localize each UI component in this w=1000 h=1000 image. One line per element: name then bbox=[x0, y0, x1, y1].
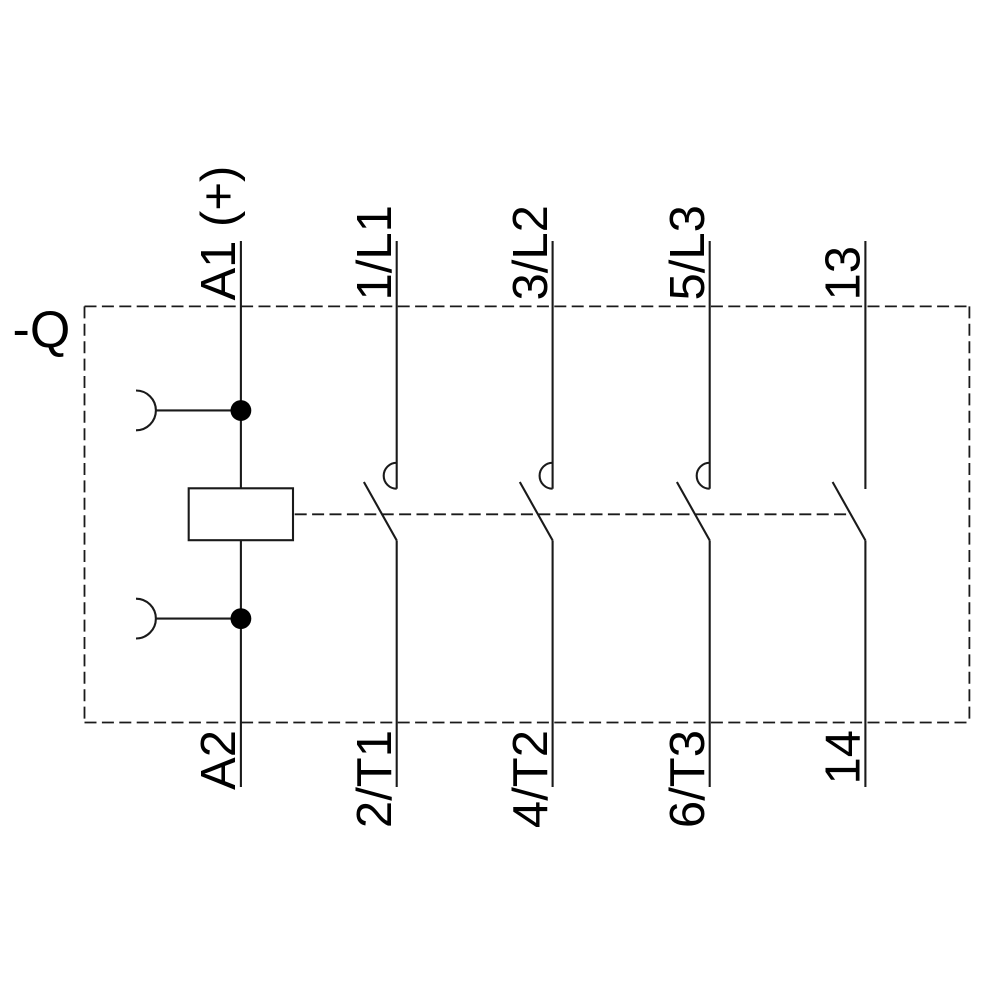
svg-text:-Q: -Q bbox=[13, 301, 71, 359]
svg-text:1/L1: 1/L1 bbox=[348, 205, 402, 300]
svg-text:3/L2: 3/L2 bbox=[504, 205, 558, 300]
svg-text:A2: A2 bbox=[192, 730, 246, 790]
svg-text:14: 14 bbox=[817, 730, 871, 785]
svg-text:2/T1: 2/T1 bbox=[348, 730, 402, 828]
svg-text:5/L3: 5/L3 bbox=[661, 205, 715, 300]
svg-text:A1 (+): A1 (+) bbox=[192, 166, 246, 301]
svg-text:6/T3: 6/T3 bbox=[661, 730, 715, 828]
svg-text:13: 13 bbox=[817, 246, 871, 301]
svg-text:4/T2: 4/T2 bbox=[504, 730, 558, 828]
